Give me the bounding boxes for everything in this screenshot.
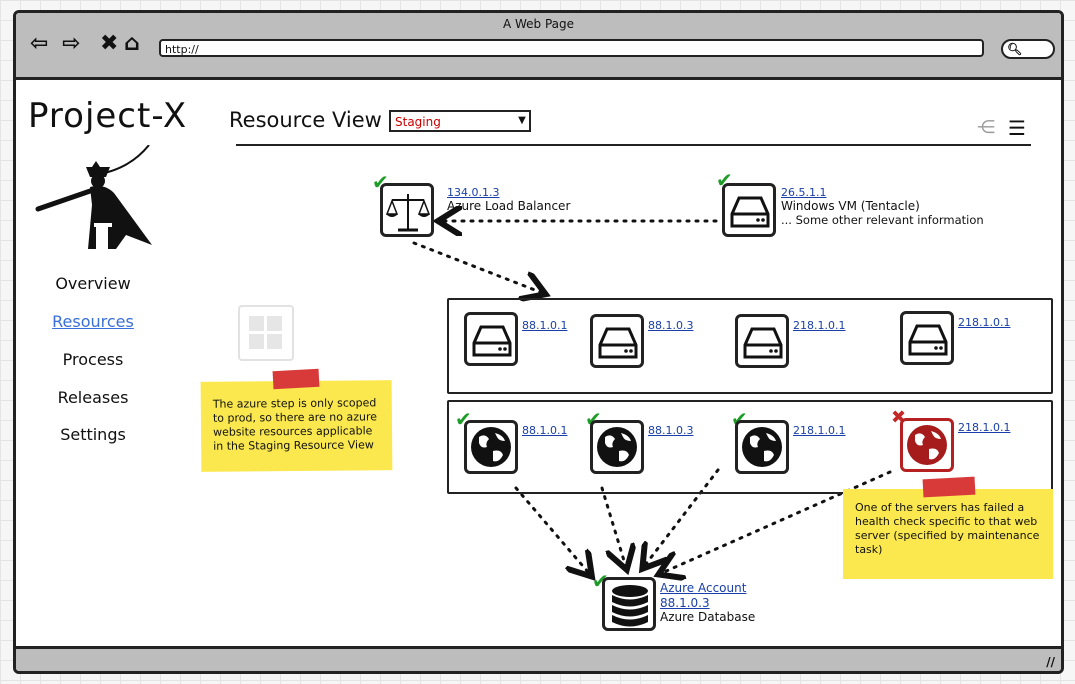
vm-info: ... Some other relevant information xyxy=(781,213,984,227)
search-field[interactable]: 🔍︎ xyxy=(1001,39,1055,59)
server-node[interactable] xyxy=(590,314,644,368)
header-divider xyxy=(236,144,1031,146)
database-node[interactable] xyxy=(602,577,656,631)
database-icon xyxy=(612,585,648,627)
web-server-ip-link[interactable]: 218.1.0.1 xyxy=(793,424,846,437)
resize-handle-icon[interactable]: // xyxy=(1046,655,1055,669)
hard-drive-icon xyxy=(472,325,512,357)
app-logo: Project-X xyxy=(28,96,188,136)
server-node[interactable] xyxy=(900,311,954,365)
globe-icon xyxy=(471,427,511,467)
web-server-node[interactable] xyxy=(590,420,644,474)
server-ip-link[interactable]: 218.1.0.1 xyxy=(958,316,1011,329)
hard-drive-icon xyxy=(743,327,783,359)
web-server-group xyxy=(447,400,1053,494)
search-icon: 🔍︎ xyxy=(1007,42,1023,56)
web-server-node[interactable] xyxy=(464,420,518,474)
server-node[interactable] xyxy=(735,314,789,368)
web-server-ip-link[interactable]: 218.1.0.1 xyxy=(958,421,1011,434)
db-name: Azure Database xyxy=(660,610,756,624)
globe-icon xyxy=(597,427,637,467)
server-ip-link[interactable]: 88.1.0.1 xyxy=(522,319,568,332)
server-ip-link[interactable]: 88.1.0.3 xyxy=(648,319,694,332)
nav-settings[interactable]: Settings xyxy=(60,425,126,444)
server-ip-link[interactable]: 218.1.0.1 xyxy=(793,319,846,332)
windows-logo-icon xyxy=(238,305,294,361)
vm-ip-link[interactable]: 26.5.1.1 xyxy=(781,186,827,199)
nav-releases[interactable]: Releases xyxy=(57,388,129,407)
web-server-ip-link[interactable]: 88.1.0.1 xyxy=(522,424,568,437)
hard-drive-icon xyxy=(908,324,948,356)
nav-process[interactable]: Process xyxy=(62,350,124,369)
arrow-right-icon[interactable]: ⇨ xyxy=(62,31,81,56)
note-tape xyxy=(272,368,320,390)
page-title: Resource View xyxy=(229,108,382,132)
server-group xyxy=(447,298,1053,394)
db-account-link[interactable]: Azure Account xyxy=(660,581,747,595)
environment-select[interactable]: Staging xyxy=(389,110,517,132)
arrow-left-icon[interactable]: ⇦ xyxy=(30,31,49,56)
server-node[interactable] xyxy=(464,312,518,366)
status-bar: // xyxy=(16,646,1061,671)
home-icon[interactable]: ⌂ xyxy=(124,31,140,56)
web-server-node-failed[interactable] xyxy=(900,418,954,472)
vm-name: Windows VM (Tentacle) xyxy=(781,199,920,213)
hard-drive-icon xyxy=(730,196,770,228)
lb-name: Azure Load Balancer xyxy=(447,199,571,213)
load-balancer-node[interactable] xyxy=(380,183,434,237)
list-view-icon[interactable]: ☰ xyxy=(1008,116,1026,140)
windows-vm-node[interactable] xyxy=(722,183,776,237)
browser-window: A Web Page ⇦ ⇨ ✖ ⌂ http:// 🔍︎ // xyxy=(13,10,1064,674)
globe-icon xyxy=(907,425,947,465)
web-server-ip-link[interactable]: 88.1.0.3 xyxy=(648,424,694,437)
browser-chrome: A Web Page ⇦ ⇨ ✖ ⌂ http:// 🔍︎ xyxy=(16,13,1061,80)
lb-ip-link[interactable]: 134.0.1.3 xyxy=(447,186,500,199)
db-ip-link[interactable]: 88.1.0.3 xyxy=(660,596,710,610)
nav-resources[interactable]: Resources xyxy=(52,312,134,331)
chevron-down-icon[interactable]: ▼ xyxy=(515,110,531,132)
share-icon[interactable]: ⋲ xyxy=(977,117,995,138)
mascot-icon xyxy=(35,145,152,249)
failed-server-note: One of the servers has failed a health c… xyxy=(843,489,1053,579)
close-icon[interactable]: ✖ xyxy=(100,31,119,56)
web-server-node[interactable] xyxy=(735,420,789,474)
hard-drive-icon xyxy=(598,327,638,359)
nav-overview[interactable]: Overview xyxy=(55,274,131,293)
azure-scope-note: The azure step is only scoped to prod, s… xyxy=(200,380,393,472)
window-title: A Web Page xyxy=(502,17,575,31)
scale-icon xyxy=(385,194,431,232)
url-field[interactable]: http:// xyxy=(159,39,984,57)
note-tape xyxy=(922,476,976,498)
globe-icon xyxy=(742,427,782,467)
